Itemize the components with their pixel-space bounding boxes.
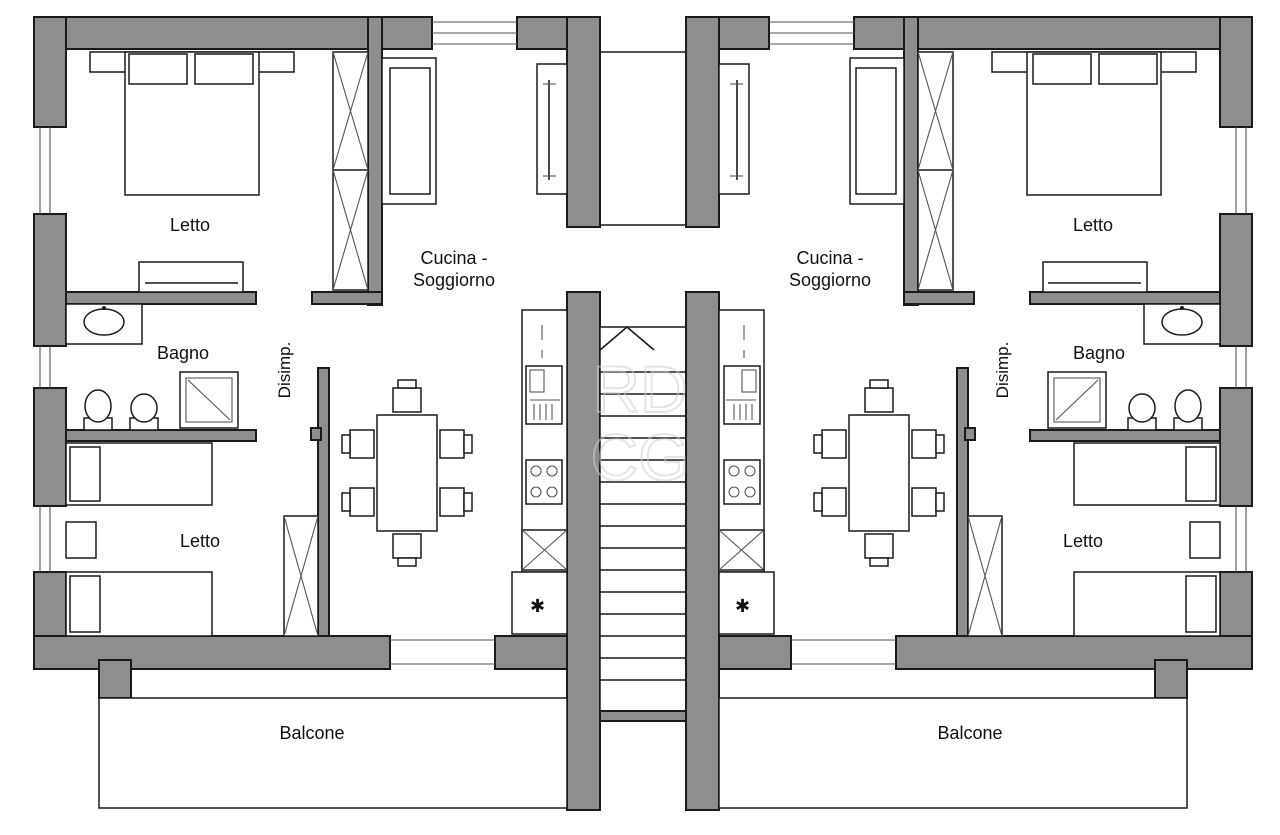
- left-furniture: ✱: [65, 51, 568, 637]
- left-wall-outer-3: [33, 387, 67, 507]
- left-wardrobe: [332, 51, 369, 291]
- left-wall-wardrobe-base: [311, 291, 383, 305]
- stair-landing-wall: [599, 710, 687, 722]
- left-fridge: [511, 571, 568, 635]
- left-label-letto-top: Letto: [170, 215, 210, 235]
- watermark: RD CG: [590, 351, 691, 495]
- left-wall-outer-1: [33, 16, 67, 128]
- right-fridge-icon: ✱: [735, 596, 750, 616]
- watermark-line2: CG: [591, 420, 690, 494]
- staircase: [599, 51, 687, 712]
- left-label-soggiorno: Soggiorno: [413, 270, 495, 290]
- left-dining-table: [376, 414, 438, 532]
- left-kitchen-counter: [521, 309, 568, 573]
- left-toilet: [84, 389, 112, 423]
- right-label-letto-bottom: Letto: [1063, 531, 1103, 551]
- right-label-letto-top: Letto: [1073, 215, 1113, 235]
- left-balcony-outline: [98, 697, 568, 809]
- left-tv-unit: [536, 63, 568, 195]
- right-label-bagno: Bagno: [1073, 343, 1125, 363]
- left-wall-wardrobe: [367, 16, 383, 306]
- left-nightstand: [65, 521, 97, 559]
- left-wall-bottom: [33, 635, 391, 670]
- stair-steps: [600, 371, 686, 681]
- left-windows: [39, 21, 517, 665]
- left-wall-outer-2: [33, 213, 67, 347]
- left-label-letto-bottom: Letto: [180, 531, 220, 551]
- right-label-disimp: Disimp.: [993, 342, 1012, 399]
- room-labels: Letto Cucina - Soggiorno Bagno Disimp. L…: [157, 215, 1125, 743]
- left-balcony-post: [98, 659, 132, 699]
- left-label-cucina: Cucina -: [420, 248, 487, 268]
- right-label-soggiorno: Soggiorno: [789, 270, 871, 290]
- left-label-bagno: Bagno: [157, 343, 209, 363]
- left-cooktop: [525, 459, 563, 505]
- left-label-balcone: Balcone: [279, 723, 344, 743]
- left-wall-corridor-nib: [310, 427, 322, 441]
- left-bidet: [130, 393, 158, 423]
- right-apartment-mirror: [685, 16, 1253, 811]
- right-label-balcone: Balcone: [937, 723, 1002, 743]
- left-wall-bed-bath: [65, 291, 257, 305]
- watermark-line1: RD: [592, 352, 687, 426]
- left-wall-stair-lower: [566, 291, 601, 811]
- left-label-disimp: Disimp.: [275, 342, 294, 399]
- right-label-cucina: Cucina -: [796, 248, 863, 268]
- left-fridge-icon: ✱: [530, 596, 545, 616]
- left-wall-stair-upper: [566, 16, 601, 228]
- left-walls: [33, 16, 601, 811]
- left-wall-bath-bed: [65, 429, 257, 442]
- left-wall-corridor: [317, 367, 330, 637]
